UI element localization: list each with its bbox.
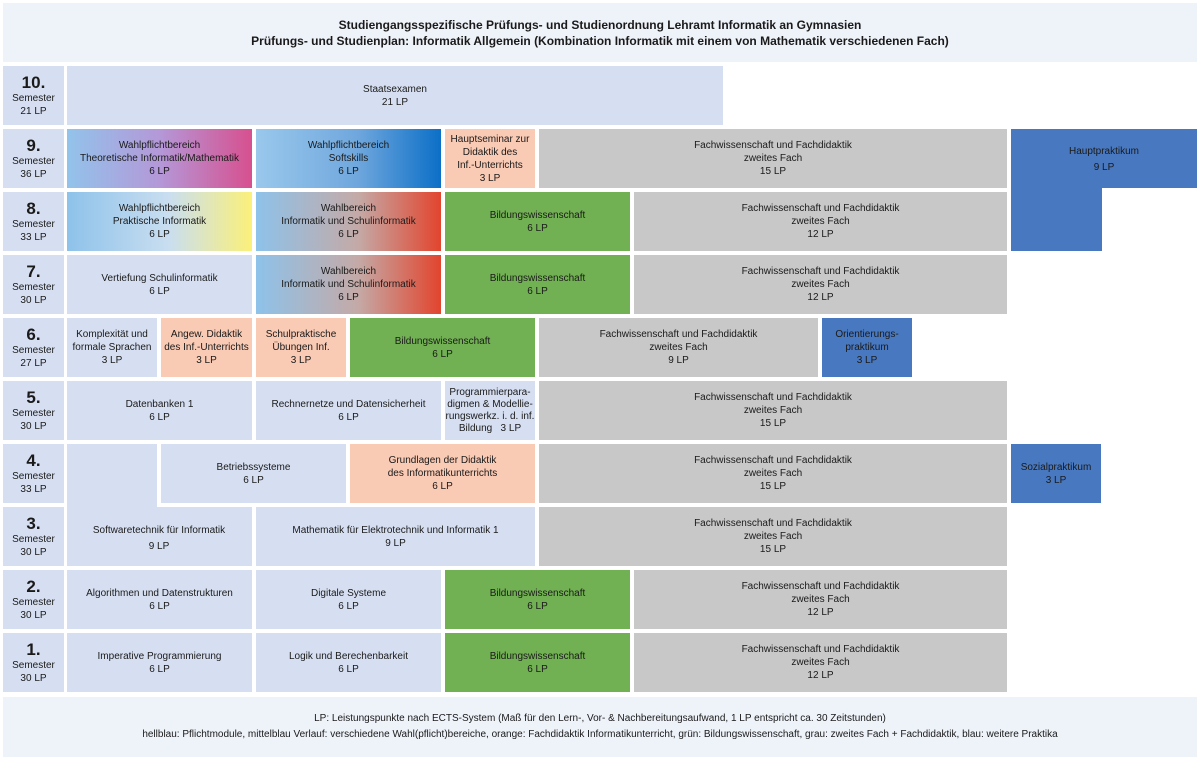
module-orientierungspraktikum: Orientierungs- praktikum 3 LP xyxy=(822,318,912,377)
module-angewandte-didaktik: Angew. Didaktik des Inf.-Unterrichts 3 L… xyxy=(161,318,252,377)
module-grundlagen-didaktik: Grundlagen der Didaktik des Informatikun… xyxy=(350,444,535,503)
semester-6-label: 6. Semester 27 LP xyxy=(3,318,64,377)
module-digitale-systeme: Digitale Systeme 6 LP xyxy=(256,570,441,629)
softwaretechnik-label: Softwaretechnik für Informatik xyxy=(93,525,226,536)
module-bildungswissenschaft-s7: Bildungswissenschaft 6 LP xyxy=(445,255,630,314)
module-wahlbereich-s8: Wahlbereich Informatik und Schulinformat… xyxy=(256,192,441,251)
module-sozialpraktikum: Sozialpraktikum 3 LP xyxy=(1011,444,1101,503)
legend: LP: Leistungspunkte nach ECTS-System (Ma… xyxy=(3,697,1197,757)
module-softwaretechnik: Softwaretechnik für Informatik 9 LP xyxy=(67,444,252,566)
title-line-1: Studiengangsspezifische Prüfungs- und St… xyxy=(338,17,862,32)
module-wahlpflicht-softskills: Wahlpflichtbereich Softskills 6 LP xyxy=(256,129,441,188)
module-fachwissenschaft-s4: Fachwissenschaft und Fachdidaktik zweite… xyxy=(539,444,1007,503)
module-hauptseminar-didaktik: Hauptseminar zur Didaktik des Inf.-Unter… xyxy=(445,129,535,188)
module-staatsexamen: Staatsexamen 21 LP xyxy=(67,66,723,125)
title-line-2: Prüfungs- und Studienplan: Informatik Al… xyxy=(251,33,949,48)
module-vertiefung-schulinformatik: Vertiefung Schulinformatik 6 LP xyxy=(67,255,252,314)
module-rechnernetze: Rechnernetze und Datensicherheit 6 LP xyxy=(256,381,441,440)
semester-7-label: 7. Semester 30 LP xyxy=(3,255,64,314)
module-fachwissenschaft-s9: Fachwissenschaft und Fachdidaktik zweite… xyxy=(539,129,1007,188)
hauptpraktikum-label: Hauptpraktikum xyxy=(1069,146,1139,157)
module-algorithmen: Algorithmen und Datenstrukturen 6 LP xyxy=(67,570,252,629)
module-fachwissenschaft-s5: Fachwissenschaft und Fachdidaktik zweite… xyxy=(539,381,1007,440)
semester-10-label: 10. Semester 21 LP xyxy=(3,66,64,125)
module-bildungswissenschaft-s2: Bildungswissenschaft 6 LP xyxy=(445,570,630,629)
semester-1-label: 1. Semester 30 LP xyxy=(3,633,64,692)
semester-3-label: 3. Semester 30 LP xyxy=(3,507,64,566)
module-schulpraktische-uebungen: Schulpraktische Übungen Inf. 3 LP xyxy=(256,318,346,377)
module-wahlbereich-s7: Wahlbereich Informatik und Schulinformat… xyxy=(256,255,441,314)
plan-title: Studiengangsspezifische Prüfungs- und St… xyxy=(3,3,1197,62)
module-bildungswissenschaft-s8: Bildungswissenschaft 6 LP xyxy=(445,192,630,251)
module-fachwissenschaft-s3: Fachwissenschaft und Fachdidaktik zweite… xyxy=(539,507,1007,566)
semester-9-label: 9. Semester 36 LP xyxy=(3,129,64,188)
legend-line-2: hellblau: Pflichtmodule, mittelblau Verl… xyxy=(142,729,1058,740)
semester-4-label: 4. Semester 33 LP xyxy=(3,444,64,503)
module-fachwissenschaft-s6: Fachwissenschaft und Fachdidaktik zweite… xyxy=(539,318,818,377)
module-fachwissenschaft-s2: Fachwissenschaft und Fachdidaktik zweite… xyxy=(634,570,1007,629)
module-fachwissenschaft-s7: Fachwissenschaft und Fachdidaktik zweite… xyxy=(634,255,1007,314)
legend-line-1: LP: Leistungspunkte nach ECTS-System (Ma… xyxy=(314,713,886,724)
hauptpraktikum-lp: 9 LP xyxy=(1094,162,1115,173)
module-betriebssysteme: Betriebssysteme 6 LP xyxy=(161,444,346,503)
module-mathematik: Mathematik für Elektrotechnik und Inform… xyxy=(256,507,535,566)
softwaretechnik-shape xyxy=(67,444,252,566)
module-wahlpflicht-praktische-informatik: Wahlpflichtbereich Praktische Informatik… xyxy=(67,192,252,251)
softwaretechnik-lp: 9 LP xyxy=(149,541,170,552)
semester-2-label: 2. Semester 30 LP xyxy=(3,570,64,629)
module-imperative-programmierung: Imperative Programmierung 6 LP xyxy=(67,633,252,692)
hauptpraktikum-shape xyxy=(1011,129,1197,251)
module-wahlpflicht-theoretische-informatik: Wahlpflichtbereich Theoretische Informat… xyxy=(67,129,252,188)
module-fachwissenschaft-s8: Fachwissenschaft und Fachdidaktik zweite… xyxy=(634,192,1007,251)
semester-5-label: 5. Semester 30 LP xyxy=(3,381,64,440)
module-bildungswissenschaft-s1: Bildungswissenschaft 6 LP xyxy=(445,633,630,692)
module-bildungswissenschaft-s6: Bildungswissenschaft 6 LP xyxy=(350,318,535,377)
semester-8-label: 8. Semester 33 LP xyxy=(3,192,64,251)
module-fachwissenschaft-s1: Fachwissenschaft und Fachdidaktik zweite… xyxy=(634,633,1007,692)
module-programmierparadigmen: Programmierpara- digmen & Modellie- rung… xyxy=(445,381,535,440)
module-logik: Logik und Berechenbarkeit 6 LP xyxy=(256,633,441,692)
module-datenbanken: Datenbanken 1 6 LP xyxy=(67,381,252,440)
module-hauptpraktikum: Hauptpraktikum 9 LP xyxy=(1011,129,1197,251)
module-komplexitaet: Komplexität und formale Sprachen 3 LP xyxy=(67,318,157,377)
